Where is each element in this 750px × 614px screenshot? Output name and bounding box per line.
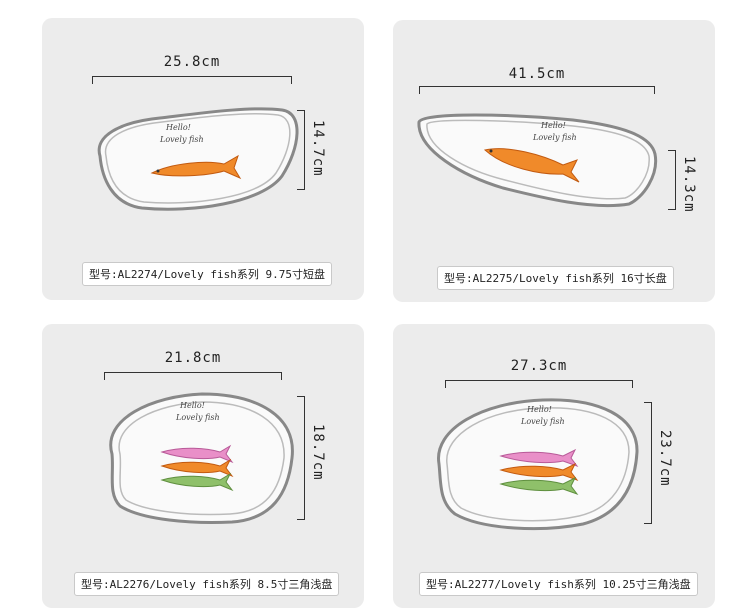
plate-text-lovely: Lovely fish xyxy=(175,413,220,422)
product-caption: 型号:AL2276/Lovely fish系列 8.5寸三角浅盘 xyxy=(74,572,340,596)
width-dimension-line xyxy=(92,76,292,84)
fish-illustration xyxy=(160,444,234,492)
plate-text-lovely: Lovely fish xyxy=(520,417,565,426)
fish-illustration xyxy=(499,448,579,496)
plate-text-hello: Hello! xyxy=(540,121,566,130)
product-card-4: Hello! Lovely fish 27.3cm 23.7cm 型号:AL22… xyxy=(393,324,715,608)
fish-illustration xyxy=(483,148,580,183)
height-dimension-line xyxy=(644,402,652,524)
height-label: 14.3cm xyxy=(681,156,697,213)
width-label: 27.3cm xyxy=(510,358,568,374)
product-caption: 型号:AL2274/Lovely fish系列 9.75寸短盘 xyxy=(82,262,332,286)
plate-text-lovely: Lovely fish xyxy=(532,133,577,142)
height-label: 14.7cm xyxy=(310,120,326,177)
width-dimension-line xyxy=(104,372,282,380)
plate-image-long: Hello! Lovely fish xyxy=(417,113,658,208)
width-label: 41.5cm xyxy=(508,66,566,82)
height-label: 23.7cm xyxy=(657,430,673,487)
plate-image-triangle-small: Hello! Lovely fish xyxy=(109,392,294,524)
product-caption: 型号:AL2275/Lovely fish系列 16寸长盘 xyxy=(437,266,674,290)
plate-text-hello: Hello! xyxy=(179,401,205,410)
width-label: 25.8cm xyxy=(163,54,221,70)
plate-image-short: Hello! Lovely fish xyxy=(97,107,299,211)
fish-illustration xyxy=(150,154,242,180)
product-card-3: Hello! Lovely fish 21.8cm 18.7cm 型号:AL22… xyxy=(42,324,364,608)
product-card-2: Hello! Lovely fish 41.5cm 14.3cm 型号:AL22… xyxy=(393,20,715,302)
height-dimension-line xyxy=(297,396,305,520)
width-dimension-line xyxy=(419,86,655,94)
height-label: 18.7cm xyxy=(310,424,326,481)
width-label: 21.8cm xyxy=(164,350,222,366)
height-dimension-line xyxy=(297,110,305,190)
height-dimension-line xyxy=(668,150,676,210)
plate-text-hello: Hello! xyxy=(526,405,552,414)
plate-image-triangle-large: Hello! Lovely fish xyxy=(437,398,639,531)
width-dimension-line xyxy=(445,380,633,388)
product-caption: 型号:AL2277/Lovely fish系列 10.25寸三角浅盘 xyxy=(419,572,698,596)
plate-text-lovely: Lovely fish xyxy=(159,135,204,144)
product-card-1: Hello! Lovely fish 25.8cm 14.7cm 型号:AL22… xyxy=(42,18,364,300)
plate-text-hello: Hello! xyxy=(165,123,191,132)
